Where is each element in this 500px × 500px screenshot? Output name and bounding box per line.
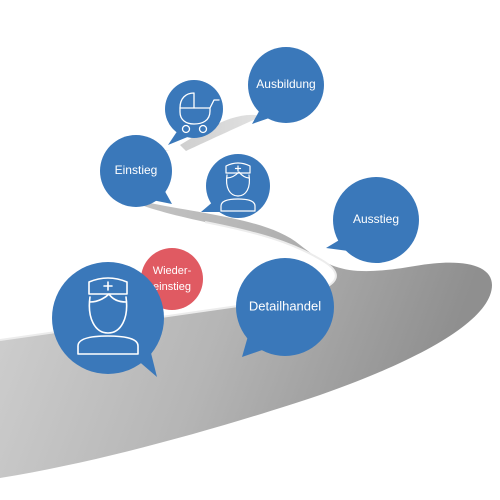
bubble-stroller bbox=[165, 80, 223, 145]
bubble-tail bbox=[242, 336, 268, 357]
bubble-tail bbox=[152, 186, 172, 204]
stroller-icon bbox=[179, 92, 220, 134]
bubble-label-ausstieg: Ausstieg bbox=[353, 212, 399, 226]
bubble-label-detailhandel: Detailhandel bbox=[249, 298, 321, 313]
bubble-tail bbox=[168, 130, 190, 145]
nurse-icon bbox=[77, 277, 139, 355]
bubble-tail bbox=[326, 236, 356, 252]
bubble-shape bbox=[52, 262, 164, 374]
bubble-shape bbox=[206, 154, 270, 218]
bubble-shape bbox=[100, 135, 172, 207]
bubble-nurse-small bbox=[201, 154, 270, 218]
bubble-label-wiedereinstieg-line1: Wieder- bbox=[153, 265, 192, 277]
bubble-label-ausbildung: Ausbildung bbox=[256, 77, 315, 91]
bubble-detailhandel: Detailhandel bbox=[236, 258, 334, 357]
bubble-nurse-large bbox=[52, 262, 164, 377]
bubble-shape bbox=[248, 47, 324, 123]
bubble-shape bbox=[333, 177, 419, 263]
bubble-label-wiedereinstieg-line2: einstieg bbox=[153, 281, 191, 293]
bubble-shape bbox=[165, 80, 223, 138]
bubble-tail bbox=[135, 349, 157, 377]
nurse-icon bbox=[220, 162, 256, 212]
road-far-segment bbox=[180, 114, 262, 151]
bubble-ausstieg: Ausstieg bbox=[326, 177, 419, 263]
bubble-ausbildung: Ausbildung bbox=[248, 47, 324, 124]
bubble-label-einstieg: Einstieg bbox=[115, 163, 158, 177]
bubble-einstieg: Einstieg bbox=[100, 135, 172, 207]
bubble-tail bbox=[252, 106, 278, 124]
bubble-tail bbox=[201, 200, 222, 212]
bubble-shape bbox=[236, 258, 334, 356]
